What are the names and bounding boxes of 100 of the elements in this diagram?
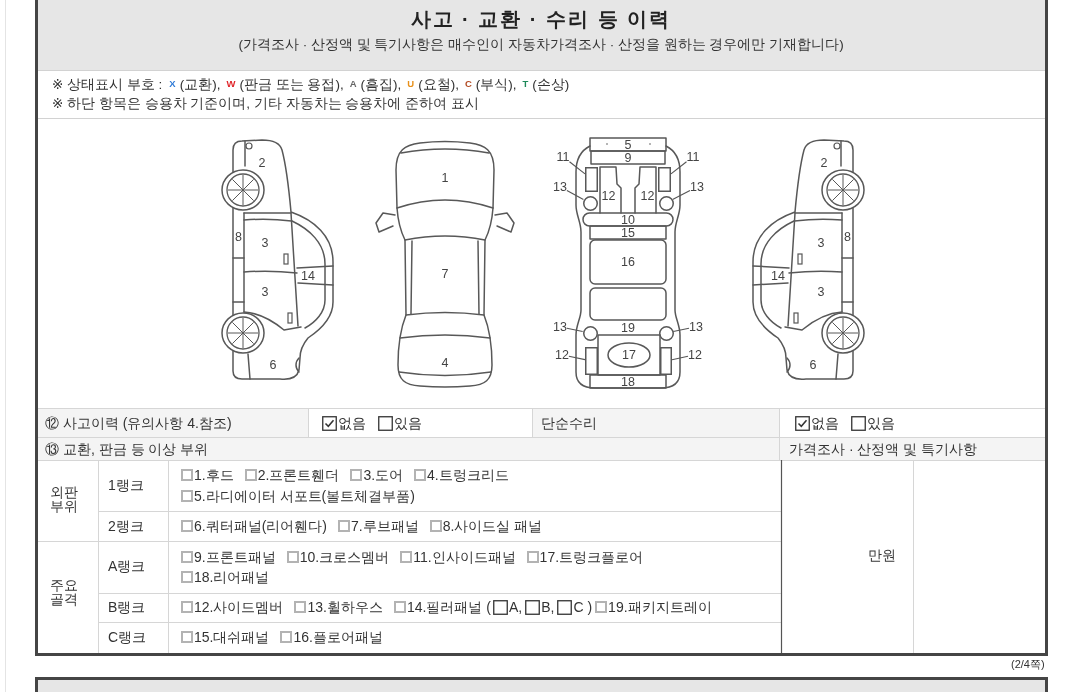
- part-outline: [585, 166, 598, 192]
- callout-number: 13: [553, 180, 567, 193]
- checkbox-label: B,: [541, 599, 555, 616]
- checkbox-label: 있음: [867, 415, 895, 432]
- unit-text: 만원: [868, 547, 896, 564]
- part-outline: [658, 195, 674, 211]
- checkbox-label: 없음: [811, 415, 839, 432]
- rank-label: 2랭크: [108, 518, 144, 535]
- group-label: 주요 골격: [49, 578, 79, 606]
- rank-label: C랭크: [108, 629, 147, 646]
- callout-number: 12: [555, 348, 569, 361]
- callout-number: 16: [621, 255, 635, 268]
- callout-number: 12: [688, 348, 702, 361]
- checkbox-label: 1.후드: [194, 467, 234, 484]
- callout-number: 6: [269, 358, 277, 371]
- rank-label: B랭크: [108, 599, 146, 616]
- leader-line: [672, 327, 690, 333]
- callout-number: 3: [817, 236, 825, 249]
- callout-number: 11: [686, 150, 700, 163]
- callout-number: 5: [624, 138, 632, 151]
- note-text: (교환),: [179, 77, 221, 93]
- row-label: 단순수리: [541, 415, 597, 432]
- callout-number: 13: [690, 180, 704, 193]
- page-number: (2/4쪽): [1011, 657, 1045, 671]
- callout-number: 3: [817, 285, 825, 298]
- status-code-letter: A: [349, 79, 357, 91]
- checkbox-label: 18.리어패널: [194, 569, 270, 586]
- checkbox-label: 12.사이드멤버: [194, 599, 284, 616]
- callout-number: 6: [809, 358, 817, 371]
- callout-number: 9: [624, 151, 632, 164]
- leader-line: [568, 161, 586, 175]
- checkbox-label: 13.휠하우스: [307, 599, 383, 616]
- leader-line: [671, 355, 689, 361]
- callout-number: 14: [771, 269, 785, 282]
- note-text: (부식),: [475, 77, 517, 93]
- callout-number: 19: [621, 321, 635, 334]
- rank-label: A랭크: [108, 558, 146, 575]
- part-outline: [660, 347, 672, 375]
- checkbox-label: 9.프론트패널: [194, 549, 276, 566]
- status-code-letter: T: [522, 79, 529, 91]
- leader-line: [672, 189, 691, 201]
- column-heading: 가격조사 · 산정액 및 특기사항: [789, 441, 978, 458]
- part-outline: [658, 325, 674, 341]
- callout-number: 11: [556, 150, 570, 163]
- callout-number: 12: [601, 189, 616, 202]
- group-label: 외판 부위: [49, 485, 79, 513]
- note-text: (판금 또는 용접),: [239, 77, 344, 93]
- leader-line: [568, 355, 586, 361]
- row-label: ⑫ 사고이력 (유의사항 4.참조): [45, 415, 232, 432]
- checkbox-label: 17.트렁크플로어: [539, 549, 644, 566]
- checkbox-label: 8.사이드실 패널: [442, 518, 543, 535]
- checkbox-label: 6.쿼터패널(리어휀다): [194, 518, 327, 535]
- checkbox-label: 4.트렁크리드: [427, 467, 509, 484]
- title: 사고 · 교환 · 수리 등 이력: [410, 7, 672, 31]
- note-text: ※ 하단 항목은 승용차 기준이며, 기타 자동차는 승용차에 준하여 표시: [52, 96, 479, 112]
- checkbox-label: 15.대쉬패널: [194, 629, 270, 646]
- callout-number: 1: [441, 171, 449, 184]
- status-code-letter: W: [226, 79, 236, 91]
- checkbox-label: 5.라디에이터 서포트(볼트체결부품): [194, 488, 415, 505]
- note-text: (흠집),: [360, 77, 402, 93]
- status-code-letter: C: [464, 79, 472, 91]
- callout-number: 8: [844, 230, 851, 243]
- callout-number: 13: [689, 320, 703, 333]
- callout-number: 3: [261, 236, 269, 249]
- part-outline: [582, 325, 598, 341]
- callout-number: 4: [441, 356, 449, 369]
- leader-line: [566, 189, 584, 200]
- part-outline: [585, 347, 598, 375]
- note-text: (손상): [532, 77, 570, 93]
- callout-number: 17: [622, 348, 636, 361]
- callout-number: 3: [261, 285, 269, 298]
- note-text: ※ 상태표시 부호 :: [52, 77, 163, 93]
- callout-number: 2: [258, 156, 266, 169]
- status-code-letter: X: [169, 79, 176, 91]
- callout-number: 10: [621, 213, 635, 226]
- callout-number: 8: [235, 230, 242, 243]
- checkbox-label: 없음: [338, 415, 366, 432]
- leader-line: [566, 327, 584, 333]
- checkbox-label: 3.도어: [363, 467, 404, 484]
- callout-number: 14: [301, 269, 315, 282]
- checkbox-label: 14.필러패널 (: [406, 599, 491, 616]
- callout-number: 12: [640, 189, 655, 202]
- callout-number: 18: [621, 375, 635, 388]
- checkbox-label: 2.프론트휀더: [257, 467, 340, 484]
- checkbox-label: 있음: [394, 415, 422, 432]
- leader-line: [670, 161, 688, 175]
- subtitle: (가격조사 · 산정액 및 특기사항은 매수인이 자동차가격조사 · 산정을 원하는 경우에만 기재합니다): [238, 37, 844, 53]
- status-code-letter: U: [407, 79, 415, 91]
- rank-label: 1랭크: [108, 477, 144, 494]
- checkbox-label: C ): [573, 599, 593, 616]
- checkbox-label: 7.루브패널: [351, 518, 419, 535]
- checkbox-label: 19.패키지트레이: [608, 599, 712, 616]
- part-outline: [658, 166, 671, 192]
- callout-number: 13: [553, 320, 567, 333]
- checkbox-label: A,: [508, 599, 523, 616]
- part-outline: [582, 195, 598, 211]
- section-heading: ⑬ 교환, 판금 등 이상 부위: [45, 441, 209, 458]
- checkbox-label: 16.플로어패널: [293, 629, 383, 646]
- checkbox-label: 10.크로스멤버: [299, 549, 390, 566]
- callout-number: 15: [621, 226, 635, 239]
